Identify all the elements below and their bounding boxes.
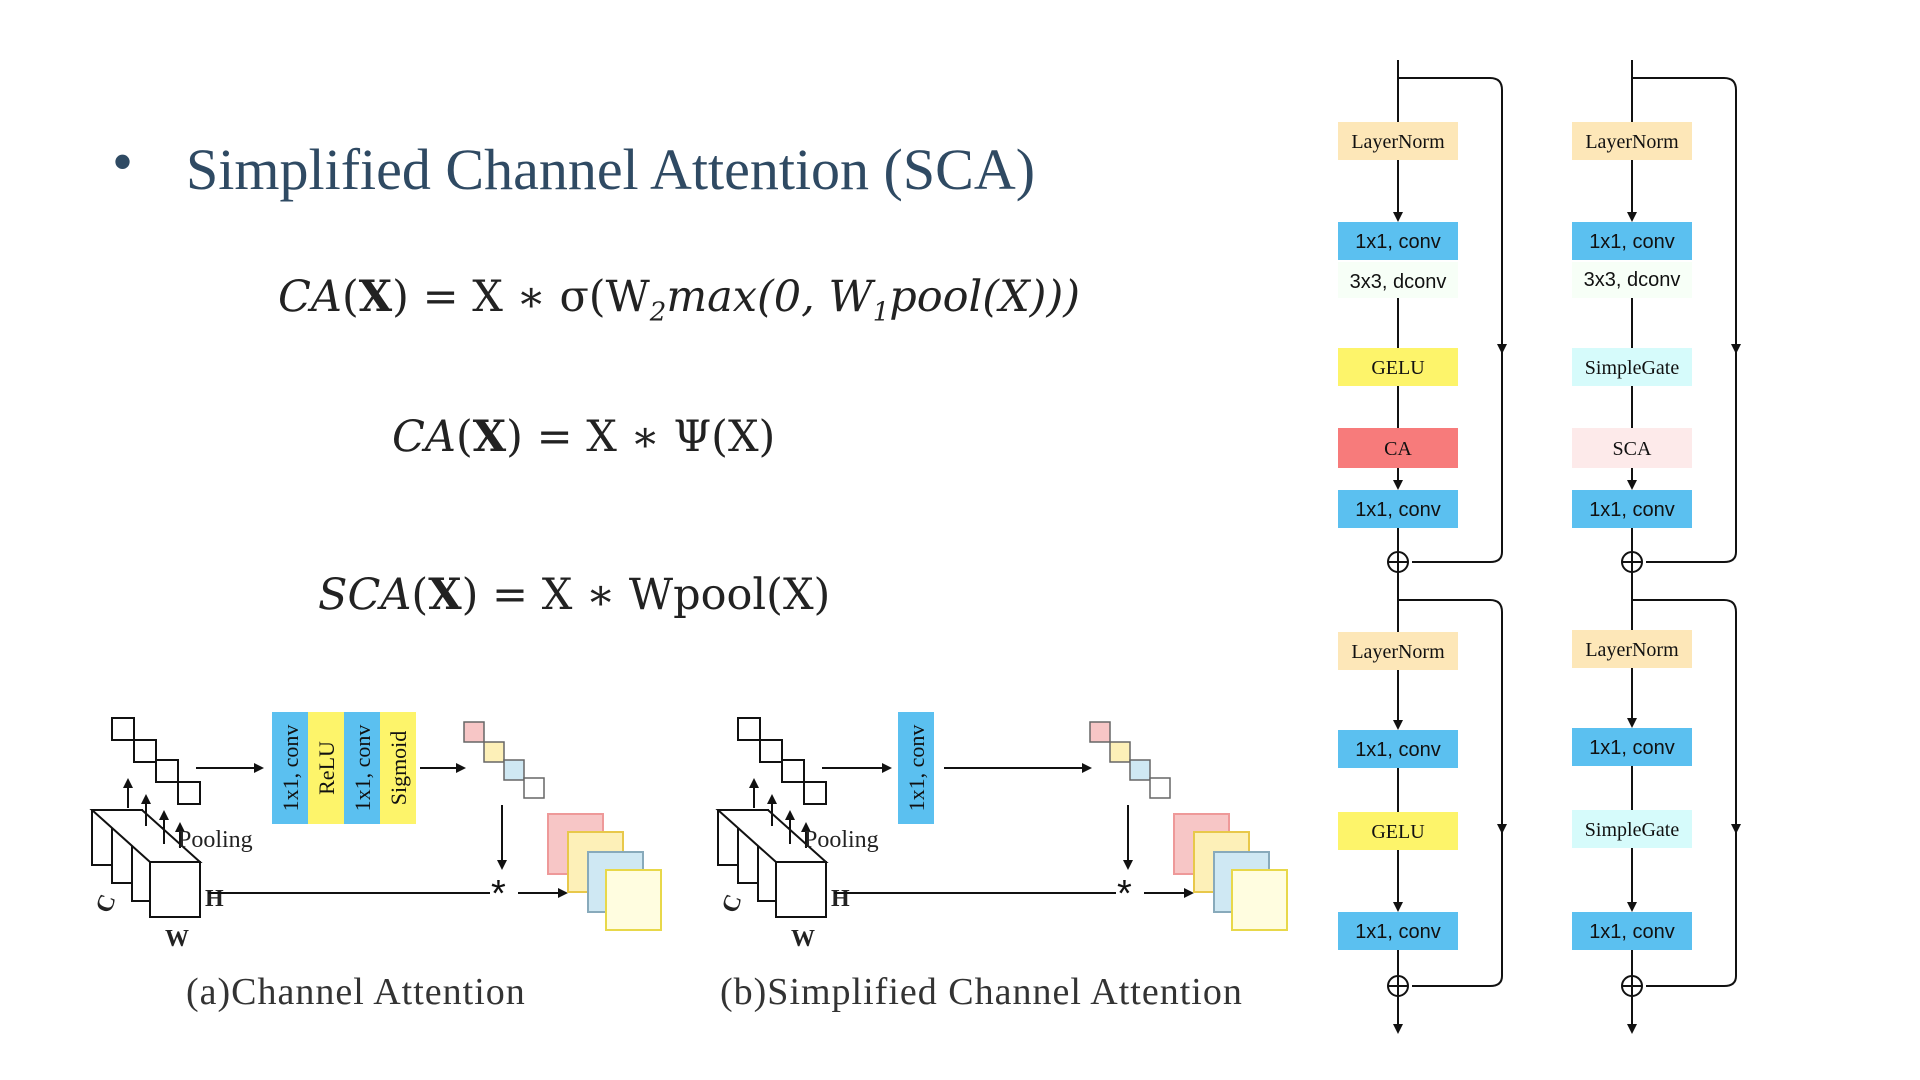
nafnet-top-dconv: 3x3, dconv <box>1584 269 1681 291</box>
nafnet-top-conv1: 1x1, conv <box>1589 231 1675 253</box>
eq3-arg: X <box>428 570 462 620</box>
nafnet-block-diagram: LayerNorm 1x1, conv 3x3, dconv SimpleGat… <box>1572 60 1741 1034</box>
baseline-top-conv2: 1x1, conv <box>1355 499 1441 521</box>
multiply-a: * <box>491 873 506 915</box>
op-conv-b <box>898 712 934 824</box>
output-tensor-b <box>1173 813 1288 931</box>
bullet: • <box>112 129 134 195</box>
op-relu-a <box>308 712 344 824</box>
nafnet-bottom-layernorm: LayerNorm <box>1585 639 1679 661</box>
eq3-lhs: SCA <box>318 570 412 620</box>
eq1-mid: max(0, W <box>666 272 873 322</box>
op-sigmoid-a <box>380 712 416 824</box>
nafnet-bottom-conv1: 1x1, conv <box>1589 737 1675 759</box>
baseline-top-ca: CA <box>1384 438 1412 460</box>
op-relu-label-a: ReLU <box>314 741 339 795</box>
baseline-bottom-gelu: GELU <box>1371 821 1425 843</box>
ops-stack-a: 1x1, conv ReLU 1x1, conv Sigmoid <box>272 712 416 824</box>
eq3-rhs: X ∗ Wpool(X) <box>541 570 831 620</box>
nafnet-top-sca: SCA <box>1613 438 1652 460</box>
pooling-label-b: Pooling <box>804 827 879 853</box>
baseline-top-gelu: GELU <box>1371 357 1425 379</box>
channel-attention-figure: Pooling C H W 1x1, conv ReLU 1x1, conv S… <box>89 712 662 1013</box>
input-tensor-a <box>89 809 203 918</box>
eq2-rhs: X ∗ Ψ(X) <box>586 412 776 462</box>
baseline-top-layernorm: LayerNorm <box>1351 131 1445 153</box>
eq1-arg: X <box>358 272 393 322</box>
baseline-top-conv1: 1x1, conv <box>1355 231 1441 253</box>
eq1-tail: pool(X))) <box>889 272 1081 322</box>
eq1-rhs: X ∗ σ(W <box>472 272 650 322</box>
axis-c-a: C <box>91 891 121 916</box>
equation-sca: SCA(X) = X ∗ Wpool(X) <box>318 570 831 620</box>
attention-vector-b <box>1089 721 1171 799</box>
baseline-block-diagram: LayerNorm 1x1, conv 3x3, dconv GELU CA 1… <box>1338 60 1507 1034</box>
baseline-bottom-layernorm: LayerNorm <box>1351 641 1445 663</box>
axis-h-a: H <box>205 886 224 912</box>
pooling-arrows-b <box>749 778 811 848</box>
pooled-vector-a <box>111 717 201 805</box>
baseline-top-dconv: 3x3, dconv <box>1350 271 1447 293</box>
axis-w-b: W <box>791 926 815 952</box>
eq1-sub2: 2 <box>649 297 667 328</box>
op-conv2-label-a: 1x1, conv <box>350 725 375 812</box>
axis-c-b: C <box>717 891 747 916</box>
eq1-lhs: CA <box>278 272 342 322</box>
caption-b: (b)Simplified Channel Attention <box>720 971 1243 1013</box>
axis-w-a: W <box>165 926 189 952</box>
baseline-bottom-conv1: 1x1, conv <box>1355 739 1441 761</box>
baseline-bottom-conv2: 1x1, conv <box>1355 921 1441 943</box>
pooling-arrows-a <box>123 778 185 848</box>
eq1-sub1: 1 <box>872 297 890 328</box>
attention-vector-a <box>463 721 545 799</box>
nafnet-bottom-simplegate: SimpleGate <box>1585 819 1680 841</box>
nafnet-top-simplegate: SimpleGate <box>1585 357 1680 379</box>
op-sigmoid-label-a: Sigmoid <box>386 731 411 806</box>
simplified-channel-attention-figure: Pooling C H W 1x1, conv * (b)Simplified … <box>715 712 1288 1013</box>
slide-title: Simplified Channel Attention (SCA) <box>186 137 1036 202</box>
equation-ca-psi: CA(X) = X ∗ Ψ(X) <box>392 412 776 462</box>
output-tensor-a <box>547 813 662 931</box>
pooled-vector-b <box>737 717 827 805</box>
pooling-label-a: Pooling <box>178 827 253 853</box>
multiply-b: * <box>1117 873 1132 915</box>
nafnet-bottom-conv2: 1x1, conv <box>1589 921 1675 943</box>
caption-a: (a)Channel Attention <box>186 971 526 1013</box>
eq2-lhs: CA <box>392 412 456 462</box>
nafnet-top-layernorm: LayerNorm <box>1585 131 1679 153</box>
eq2-arg: X <box>472 412 507 462</box>
axis-h-b: H <box>831 886 850 912</box>
nafnet-top-conv2: 1x1, conv <box>1589 499 1675 521</box>
op-conv2-a <box>344 712 380 824</box>
input-tensor-b <box>715 809 829 918</box>
op-conv-label-b: 1x1, conv <box>904 725 929 812</box>
equation-ca-full: CA(X) = X ∗ σ(W2max(0, W1pool(X))) <box>278 272 1081 328</box>
op-conv1-label-a: 1x1, conv <box>278 725 303 812</box>
op-conv1-a <box>272 712 308 824</box>
